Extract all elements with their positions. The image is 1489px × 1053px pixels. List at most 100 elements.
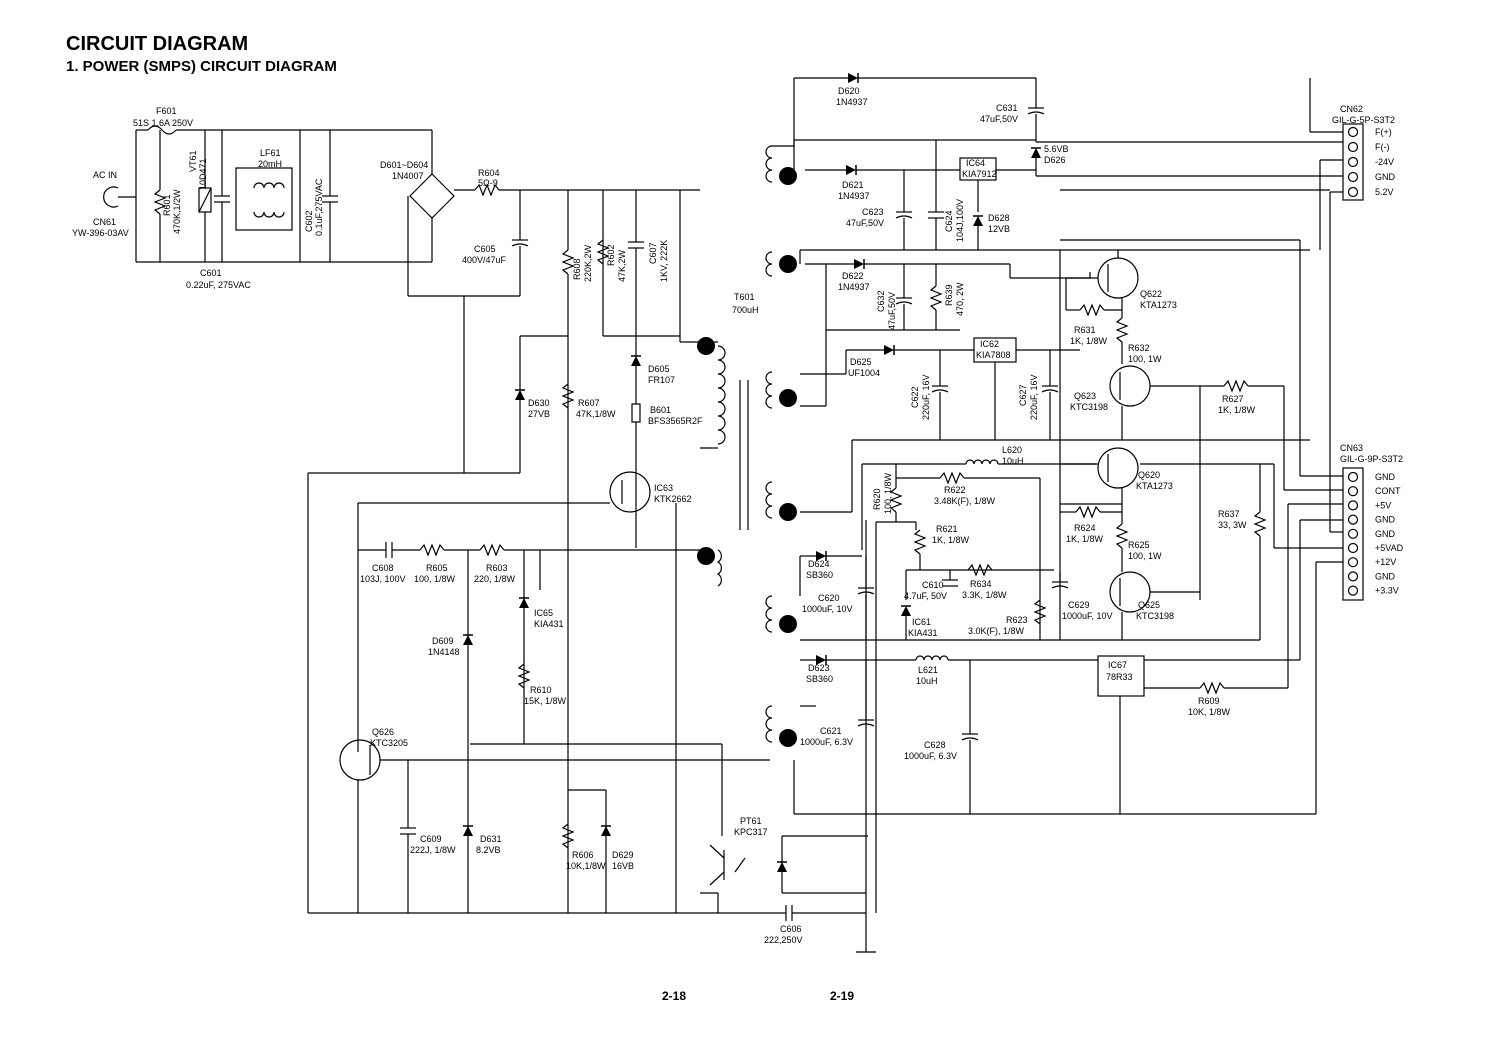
cn62-pin <box>1347 126 1359 138</box>
label-vt61: VT61 <box>188 150 198 172</box>
label-r631-val: 1K, 1/8W <box>1070 336 1108 346</box>
label-r605-val: 100, 1/8W <box>414 574 456 584</box>
label-r623: R623 <box>1006 615 1028 625</box>
transformer-bias-winding <box>716 549 722 587</box>
transistor-q620 <box>1097 447 1139 489</box>
label-c607: C607 <box>648 242 658 264</box>
cn62-pin-label: -24V <box>1375 157 1394 167</box>
label-d624: D624 <box>808 559 830 569</box>
label-r609-val: 10K, 1/8W <box>1188 707 1231 717</box>
label-l620: L620 <box>1002 445 1022 455</box>
label-d626-val: 5.6VB <box>1044 144 1069 154</box>
label-c628-val: 1000uF, 6.3V <box>904 751 957 761</box>
label-r637-val: 33, 3W <box>1218 520 1247 530</box>
label-r622: R622 <box>944 485 966 495</box>
label-r634-val: 3.3K, 1/8W <box>962 590 1007 600</box>
label-cn62-part: GIL-G-5P-S3T2 <box>1332 115 1395 125</box>
label-d609-val: 1N4148 <box>428 647 460 657</box>
resistor-r605 <box>419 543 445 557</box>
label-d622-val: 1N4937 <box>838 282 870 292</box>
page-subtitle: 1. POWER (SMPS) CIRCUIT DIAGRAM <box>66 58 337 75</box>
cn62-pin-label: F(-) <box>1375 142 1390 152</box>
page-title: CIRCUIT DIAGRAM <box>66 33 249 55</box>
cn63-pin <box>1347 585 1359 596</box>
resistor-r607 <box>561 383 575 409</box>
label-c608-val: 103J, 100V <box>360 574 406 584</box>
regulator-ic67 <box>1097 655 1145 697</box>
inductor-l620 <box>965 459 999 465</box>
label-c608: C608 <box>372 563 394 573</box>
label-r627: R627 <box>1222 394 1244 404</box>
cn63-pin <box>1347 514 1359 525</box>
connector-cn62 <box>1342 123 1364 201</box>
label-r602-val: 47K,2W <box>617 249 627 282</box>
label-d629-val: 16VB <box>612 861 634 871</box>
resistor-r620 <box>889 487 903 513</box>
cn62-pin <box>1347 141 1359 153</box>
label-r604-val: 5Ω-9 <box>478 178 498 188</box>
label-q626: Q626 <box>372 727 394 737</box>
resistor-r631 <box>1079 303 1105 317</box>
label-d625: D625 <box>850 357 872 367</box>
label-lf61: LF61 <box>260 148 281 158</box>
resistor-r608 <box>561 249 575 275</box>
label-q625: Q625 <box>1138 600 1160 610</box>
label-r631: R631 <box>1074 325 1096 335</box>
label-c624: C624 <box>944 210 954 232</box>
label-c620-val: 1000uF, 10V <box>802 604 853 614</box>
label-d626: D626 <box>1044 155 1066 165</box>
label-c605: C605 <box>474 244 496 254</box>
label-l620-val: 10uH <box>1002 456 1024 466</box>
label-c606: C606 <box>780 924 802 934</box>
label-d601-val: 1N4007 <box>392 171 424 181</box>
label-r632: R632 <box>1128 343 1150 353</box>
label-r624-val: 1K, 1/8W <box>1066 534 1104 544</box>
label-r620: R620 <box>872 488 882 510</box>
cn63-pin-label: GND <box>1375 515 1396 525</box>
label-d623: D623 <box>808 663 830 673</box>
label-pt61-val: KPC317 <box>734 827 768 837</box>
inductor-l621 <box>915 655 949 661</box>
label-r608: R608 <box>572 258 582 280</box>
label-c628: C628 <box>924 740 946 750</box>
winding-6 <box>765 705 773 743</box>
label-r603: R603 <box>486 563 508 573</box>
resistor-r606 <box>561 823 575 849</box>
label-ic62-val: KIA7808 <box>976 350 1011 360</box>
winding-4 <box>765 481 773 519</box>
resistor-r624 <box>1075 505 1101 519</box>
resistor-r610 <box>517 663 531 689</box>
label-c620: C620 <box>818 593 840 603</box>
label-r606-val: 10K,1/8W <box>566 861 606 871</box>
resistor-r623 <box>1033 599 1047 625</box>
label-d605-val: FR107 <box>648 375 675 385</box>
label-ic67: IC67 <box>1108 660 1127 670</box>
cn63-pin <box>1347 500 1359 511</box>
label-c629: C629 <box>1068 600 1090 610</box>
label-d609: D609 <box>432 636 454 646</box>
cn62-pin <box>1347 156 1359 168</box>
label-c609-val: 222J, 1/8W <box>410 845 456 855</box>
label-c601: C601 <box>200 268 222 278</box>
label-c629-val: 1000uF, 10V <box>1062 611 1113 621</box>
label-ac-in: AC IN <box>93 170 117 180</box>
cn62-pin-label: GND <box>1375 172 1396 182</box>
label-q626-val: KTC3205 <box>370 738 408 748</box>
resistor-r637 <box>1253 511 1267 537</box>
label-c624-val: 104J,100V <box>955 199 965 242</box>
label-q622: Q622 <box>1140 289 1162 299</box>
label-d628-val: 12VB <box>988 224 1010 234</box>
cn63-pin <box>1347 542 1359 554</box>
primary-section <box>307 190 876 953</box>
label-c631: C631 <box>996 103 1018 113</box>
cn63-pin-label: +3.3V <box>1375 586 1399 596</box>
label-r607-val: 47K,1/8W <box>576 409 616 419</box>
cn63-pin-label: GND <box>1375 571 1396 581</box>
cn63-pin <box>1347 571 1359 582</box>
label-d631-val: 8.2VB <box>476 845 501 855</box>
resistor-r602 <box>596 239 610 265</box>
label-f601-val: 51S 1.6A 250V <box>133 118 193 128</box>
labels: AC IN CN61 YW-396-03AV F601 51S 1.6A 250… <box>72 86 1403 1003</box>
label-c621-val: 1000uF, 6.3V <box>800 737 853 747</box>
label-ic62: IC62 <box>980 339 999 349</box>
